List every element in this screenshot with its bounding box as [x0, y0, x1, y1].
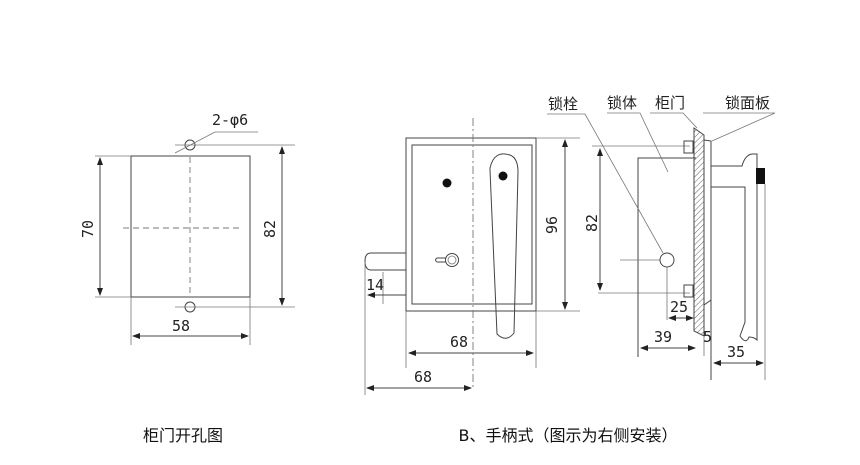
- panel-leader: [703, 112, 776, 142]
- handle: [489, 153, 519, 339]
- label-lock-body: 锁体: [607, 94, 637, 112]
- cabinet-door-hatched: [693, 127, 705, 337]
- dim-5-label: 5: [703, 328, 712, 346]
- hole-label: 2-φ6: [212, 111, 248, 129]
- door-cutout-view: 2-φ6 70 82 58: [79, 111, 295, 345]
- latch-circle: [659, 252, 675, 268]
- lock-body: [637, 157, 696, 357]
- label-lock-panel: 锁面板: [725, 94, 770, 112]
- screw-dot: [442, 178, 452, 188]
- dim-68-body-label: 68: [450, 333, 468, 351]
- lock-outer-frame: [405, 137, 537, 312]
- cutout-rectangle: [130, 155, 251, 298]
- handle-pivot-dot: [498, 171, 508, 181]
- door-leader: [650, 112, 698, 129]
- keyhole-icon: [435, 253, 459, 267]
- handle-grip-block: [756, 168, 765, 184]
- dim-96-label: 96: [543, 216, 561, 234]
- side-view: 82 锁栓 锁体 柜门 锁面板 25 39 5 35: [547, 94, 776, 380]
- dim-14-label: 14: [366, 276, 384, 294]
- dim-25-label: 25: [670, 298, 688, 316]
- dim-82-side-label: 82: [583, 214, 601, 232]
- lock-body-leader: [607, 112, 669, 173]
- hole-leader: [174, 131, 258, 154]
- latch-bolt: [364, 252, 406, 271]
- caption-cutout: 柜门开孔图: [143, 426, 223, 445]
- label-latch: 锁栓: [548, 95, 578, 113]
- dim-39-label: 39: [654, 328, 672, 346]
- latch-leader: [547, 113, 664, 254]
- dim-35-label: 35: [727, 343, 745, 361]
- dim-70-label: 70: [79, 220, 97, 238]
- dim-82-label: 82: [261, 220, 279, 238]
- lock-inner-frame: [411, 144, 533, 305]
- side-handle: [711, 153, 758, 342]
- dim-68-center-label: 68: [414, 368, 432, 386]
- nut-top: [683, 140, 694, 154]
- dim-58-label: 58: [172, 317, 190, 335]
- caption-handle-type: B、手柄式（图示为右侧安装）: [459, 426, 678, 445]
- label-cabinet-door: 柜门: [655, 94, 685, 112]
- nut-bottom: [683, 284, 694, 298]
- lock-panel: [703, 139, 712, 380]
- front-view: 14 96 68 68: [364, 118, 580, 395]
